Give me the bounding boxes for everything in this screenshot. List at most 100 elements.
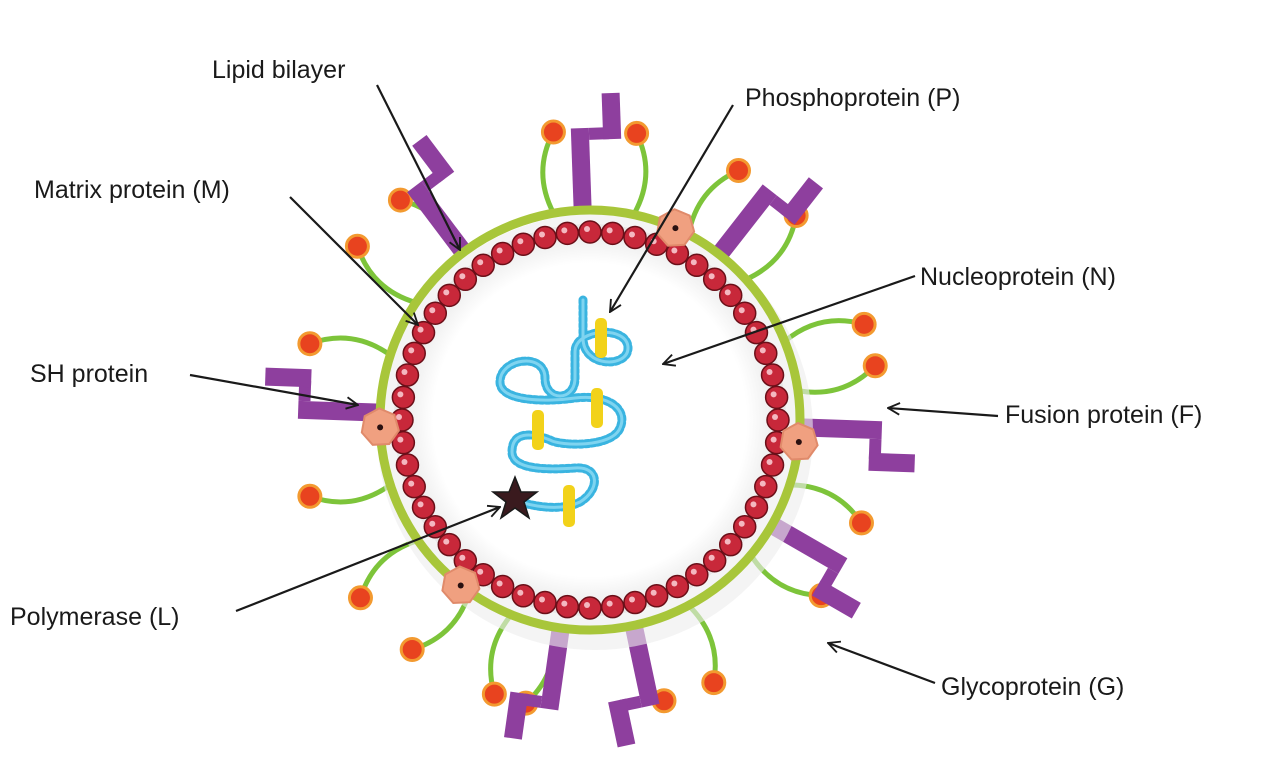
matrix-protein-bead [600, 221, 625, 246]
sh-protein-center [795, 438, 802, 445]
matrix-bead-highlight [671, 247, 678, 254]
label-matrix-protein: Matrix protein (M) [34, 176, 230, 204]
phosphoprotein-bar [595, 318, 607, 358]
matrix-protein-bead [578, 220, 602, 244]
matrix-bead-highlight [770, 391, 777, 398]
matrix-protein-bead [718, 532, 743, 557]
glycoprotein-head [624, 120, 650, 146]
matrix-protein-bead [423, 515, 448, 539]
matrix-bead-highlight [401, 369, 408, 376]
label-polymerase: Polymerase (L) [10, 603, 180, 631]
matrix-protein-bead [665, 574, 690, 599]
matrix-bead-highlight [397, 391, 404, 398]
matrix-bead-highlight [759, 480, 766, 487]
matrix-protein-bead [685, 562, 709, 587]
matrix-bead-highlight [772, 414, 778, 420]
label-fusion-protein: Fusion protein (F) [1005, 401, 1203, 429]
matrix-bead-highlight [539, 231, 546, 238]
matrix-protein-bead [764, 385, 789, 410]
matrix-bead-highlight [738, 520, 745, 527]
label-arrows [189, 84, 999, 685]
nucleoprotein-arrow [663, 274, 916, 364]
label-glycoprotein: Glycoprotein (G) [941, 673, 1125, 701]
matrix-protein-bead [533, 225, 557, 250]
fusion-protein-stalk [540, 630, 570, 711]
matrix-protein-bead [732, 301, 757, 325]
phosphoprotein-bar [563, 485, 575, 527]
matrix-protein-bead [391, 385, 416, 410]
matrix-protein-bead [754, 341, 778, 366]
phosphoprotein-arrow [610, 104, 734, 312]
matrix-protein-bead [402, 341, 426, 366]
virion-interior [394, 224, 786, 616]
matrix-protein-arrow [289, 196, 418, 325]
fusion-protein-arrow [888, 408, 999, 418]
matrix-protein-bead [423, 301, 448, 325]
fusion-protein-head [780, 177, 824, 225]
label-nucleoprotein: Nucleoprotein (N) [920, 263, 1116, 291]
matrix-protein-bead [533, 590, 557, 615]
glycoprotein-arrow [828, 643, 936, 685]
matrix-protein-bead [754, 474, 778, 499]
matrix-protein-bead [732, 515, 757, 539]
matrix-bead-highlight [770, 436, 777, 443]
label-lipid-bilayer: Lipid bilayer [212, 56, 346, 84]
matrix-protein-bead [744, 495, 769, 520]
matrix-bead-highlight [738, 307, 745, 314]
matrix-bead-highlight [584, 226, 590, 232]
matrix-bead-highlight [671, 580, 678, 587]
matrix-bead-highlight [429, 307, 436, 314]
matrix-protein-bead [437, 283, 462, 308]
matrix-bead-highlight [690, 259, 697, 266]
matrix-protein-bead [511, 584, 536, 608]
matrix-bead-highlight [690, 568, 697, 575]
matrix-bead-highlight [408, 480, 415, 487]
matrix-bead-highlight [750, 501, 757, 508]
glycoprotein-head [726, 158, 752, 184]
matrix-protein-bead [685, 253, 709, 278]
matrix-protein-bead [644, 584, 669, 608]
fusion-protein-head [608, 698, 636, 748]
matrix-bead-highlight [584, 602, 590, 608]
fusion-protein-stalk [625, 627, 660, 708]
fusion-protein-stalk [770, 519, 848, 574]
matrix-bead-highlight [539, 596, 546, 603]
matrix-protein-bead [490, 241, 515, 266]
matrix-bead-highlight [759, 347, 766, 354]
glycoprotein-head [399, 637, 425, 663]
matrix-protein-layer [390, 220, 790, 620]
matrix-bead-highlight [708, 554, 715, 561]
glycoprotein-head [387, 187, 413, 213]
matrix-protein-bead [744, 320, 769, 345]
matrix-protein-bead [623, 225, 647, 250]
glycoprotein-head [862, 353, 888, 379]
matrix-protein-bead [511, 232, 536, 256]
matrix-protein-bead [453, 267, 478, 292]
phosphoprotein-bars [532, 318, 607, 527]
matrix-protein-bead [402, 474, 426, 499]
matrix-protein-bead [578, 596, 602, 620]
sh-protein-center [457, 582, 464, 589]
matrix-bead-highlight [766, 369, 773, 376]
fusion-protein-head [504, 691, 529, 740]
matrix-bead-highlight [401, 458, 408, 465]
matrix-protein-bead [395, 363, 420, 387]
matrix-bead-highlight [459, 554, 466, 561]
fusion-protein-stalk [407, 181, 469, 255]
matrix-bead-highlight [650, 589, 657, 596]
matrix-protein-bead [702, 267, 727, 292]
fusion-protein-stalk [570, 127, 592, 207]
matrix-protein-bead [718, 283, 743, 308]
glycoprotein-head [851, 311, 877, 337]
fusion-protein-head [265, 367, 312, 388]
matrix-bead-highlight [628, 596, 635, 603]
matrix-bead-highlight [408, 347, 415, 354]
matrix-bead-highlight [606, 600, 613, 607]
matrix-bead-highlight [628, 231, 635, 238]
matrix-bead-highlight [429, 520, 436, 527]
matrix-bead-highlight [708, 273, 715, 280]
nucleoprotein-helix-core [498, 298, 630, 509]
matrix-protein-bead [490, 574, 515, 599]
